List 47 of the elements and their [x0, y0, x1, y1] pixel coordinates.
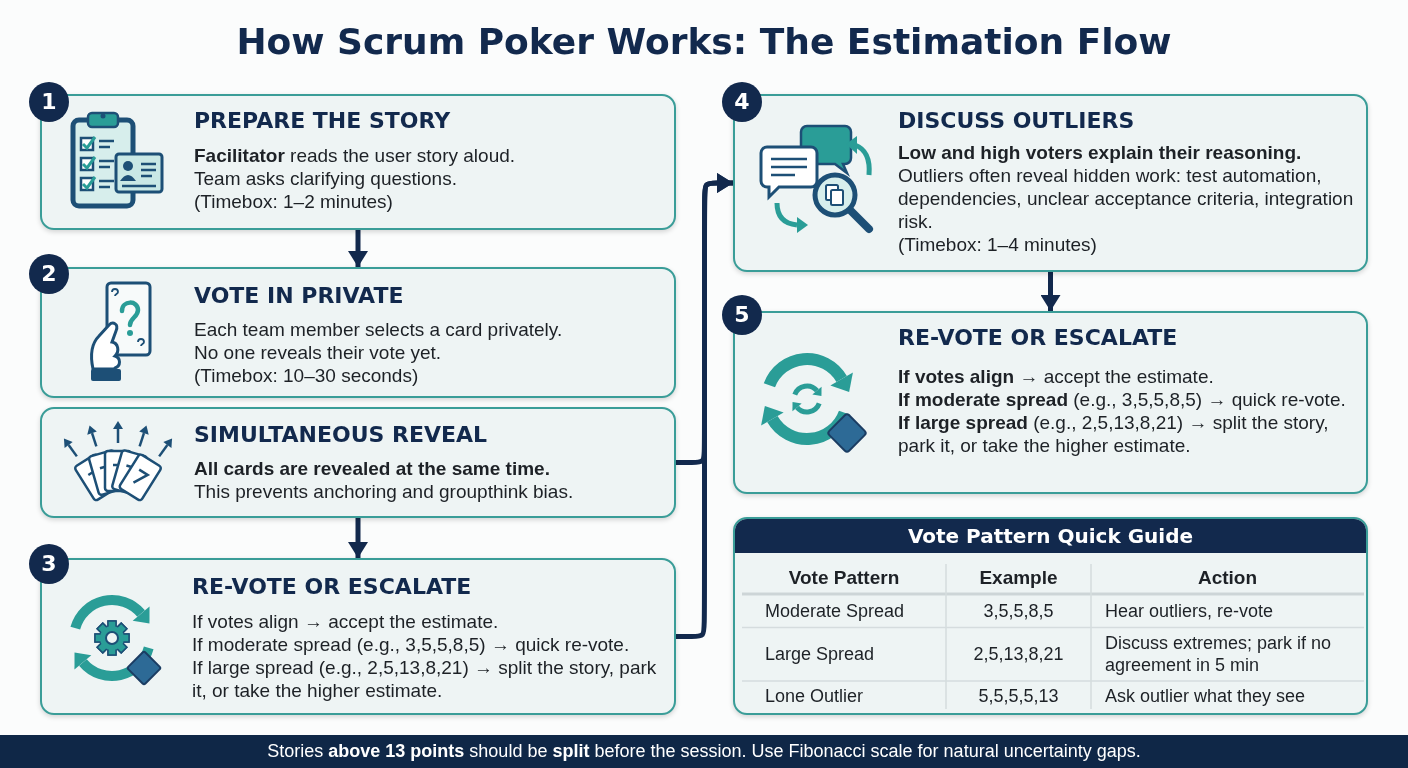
- step-number-badge: 1: [29, 82, 69, 122]
- step-text: Each team member selects a card privately.: [194, 318, 563, 341]
- action-text: Discuss extremes; park if no agreement in 5 min: [1105, 632, 1333, 677]
- table-title: Vote Pattern Quick Guide: [735, 519, 1366, 553]
- example-votes: 2,5,13,8,21: [973, 643, 1064, 666]
- step-number-badge: 4: [722, 82, 762, 122]
- step-text: (Timebox: 10–30 seconds): [194, 364, 419, 387]
- flow-arrow: [348, 518, 368, 558]
- step-text: (Timebox: 1–2 minutes): [194, 190, 393, 213]
- step-text: Outliers often reveal hidden work: test automation, dependencies, unclear acceptance criteria, integration risk.: [898, 164, 1354, 233]
- step-text: If large spread (e.g., 2,5,13,8,21) → split the story, park it, or take the higher estimate.: [192, 656, 658, 702]
- column-header: Vote Pattern: [788, 566, 900, 589]
- step-title: DISCUSS OUTLIERS: [898, 107, 1135, 135]
- step-title: PREPARE THE STORY: [194, 107, 451, 135]
- step-text: (Timebox: 1–4 minutes): [898, 233, 1097, 256]
- step-text: Team asks clarifying questions.: [194, 167, 457, 190]
- step-text: If moderate spread (e.g., 3,5,5,8,5) → quick re-vote.: [192, 633, 630, 656]
- step-number-badge: 3: [29, 544, 69, 584]
- step-title: RE-VOTE OR ESCALATE: [898, 324, 1178, 352]
- vote-pattern-text: Large Spread: [765, 643, 875, 666]
- step-text: If moderate spread (e.g., 3,5,5,8,5) → quick re-vote. If large spread (e.g., 2,5,13,8,21) → split the story, park it, or take the higher estimate.: [898, 388, 1347, 457]
- flow-arrow: [348, 230, 368, 267]
- step-text: This prevents anchoring and groupthink bias.: [194, 480, 574, 503]
- example-votes: 5,5,5,5,13: [978, 684, 1059, 707]
- step-text: Facilitator reads the user story aloud.: [194, 144, 516, 167]
- step-number-badge: 2: [29, 254, 69, 294]
- column-header: Action: [1197, 566, 1258, 589]
- step-number-badge: 5: [722, 295, 762, 335]
- example-votes: 3,5,5,8,5: [983, 599, 1054, 622]
- step-text: If votes align → accept the estimate.: [898, 365, 1214, 388]
- footer-note: Stories above 13 points should be split before the session. Use Fibonacci scale for natural uncertainty gaps.: [0, 735, 1408, 768]
- action-text: Hear outliers, re-vote: [1105, 599, 1274, 622]
- column-header: Example: [979, 566, 1058, 589]
- step-title: VOTE IN PRIVATE: [194, 282, 404, 310]
- action-text: Ask outlier what they see: [1105, 684, 1306, 707]
- step-title: RE-VOTE OR ESCALATE: [192, 573, 472, 601]
- vote-pattern-text: Lone Outlier: [765, 684, 864, 707]
- step-card: [40, 407, 676, 518]
- step-text: No one reveals their vote yet.: [194, 341, 442, 364]
- step-text: All cards are revealed at the same time.: [194, 457, 550, 480]
- step-title: SIMULTANEOUS REVEAL: [194, 421, 488, 449]
- vote-pattern-text: Moderate Spread: [765, 599, 905, 622]
- quick-guide-table: [733, 517, 1368, 715]
- flow-arrow: [1040, 272, 1061, 311]
- step-text: Low and high voters explain their reasoning.: [898, 141, 1302, 164]
- diagram-title: How Scrum Poker Works: The Estimation Flow: [236, 20, 1172, 64]
- step-text: If votes align → accept the estimate.: [192, 610, 499, 633]
